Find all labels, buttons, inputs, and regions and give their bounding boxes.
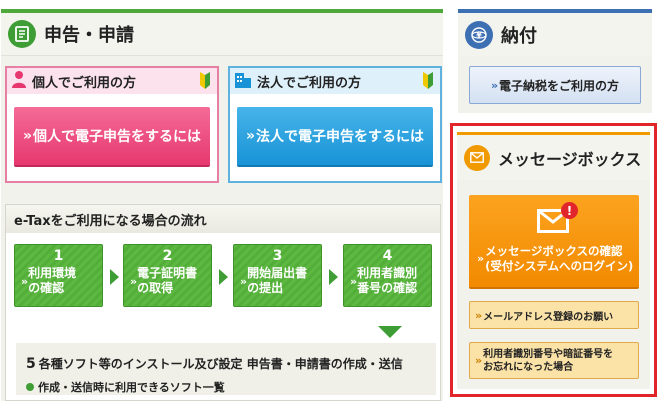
kojin-button-label: 個人で電子申告をするには [33, 129, 202, 145]
chevron-right-icon: » [22, 128, 32, 144]
messagebox-header: メッセージボックス [457, 132, 650, 180]
document-icon [8, 20, 36, 48]
shinkoku-header: 申告・申請 [1, 9, 443, 56]
messagebox-button-line2: (受付システムへのログイン) [485, 259, 634, 273]
flow-steps: 1 » 利用環境の確認 2 » 電子証明書の取得 3 » 開始届出書の提出 [14, 244, 434, 309]
step-label: の提出 [247, 281, 284, 295]
notification-badge: ! [561, 202, 578, 219]
chevron-right-icon: » [240, 275, 247, 288]
nofu-title: 納付 [501, 25, 537, 47]
bullet-icon [26, 383, 34, 391]
step-label: の取得 [137, 281, 174, 295]
kojin-panel-header: 個人でご利用の方 [7, 68, 217, 94]
kojin-panel-title: 個人でご利用の方 [32, 75, 137, 91]
flow-step-1[interactable]: 1 » 利用環境の確認 [14, 244, 103, 307]
shinkoku-title: 申告・申請 [44, 25, 134, 46]
electronic-tax-payment-button[interactable]: » 電子納税をご利用の方 [469, 66, 641, 104]
step5-text: 各種ソフト等のインストール及び設定 申告書・申請書の作成・送信 [38, 357, 403, 371]
forgot-label-line1: 利用者識別番号や暗証番号を [483, 348, 614, 360]
flow-step-2[interactable]: 2 » 電子証明書の取得 [123, 244, 212, 307]
messagebox-login-button[interactable]: ! » メッセージボックスの確認(受付システムへのログイン) [469, 195, 639, 289]
arrow-down-icon [378, 326, 402, 338]
person-icon [11, 70, 27, 92]
step-number: 2 [162, 248, 173, 264]
messagebox-section: メッセージボックス ! » メッセージボックスの確認(受付システムへのログイン)… [457, 132, 650, 389]
etax-flow-panel: e-Taxをご利用になる場合の流れ 1 » 利用環境の確認 2 » 電子証明書の… [5, 204, 441, 401]
beginner-mark-icon [200, 72, 210, 89]
hojin-panel: 法人でご利用の方 » 法人で電子申告をするには [228, 66, 442, 183]
chevron-right-icon: » [130, 275, 137, 288]
nofu-section: ¥ 納付 » 電子納税をご利用の方 [458, 9, 652, 113]
building-icon [234, 70, 252, 92]
envelope-icon [464, 144, 490, 171]
arrow-right-icon [219, 269, 228, 285]
software-list-link[interactable]: 作成・送信時に利用できるソフト一覧 [26, 379, 436, 395]
email-registration-button[interactable]: » メールアドレス登録のお願い [469, 301, 639, 329]
chevron-right-icon: » [477, 252, 484, 265]
flow-step-4[interactable]: 4 » 利用者識別番号の確認 [343, 244, 432, 307]
chevron-right-icon: » [475, 308, 482, 322]
kojin-e-tax-button[interactable]: » 個人で電子申告をするには [14, 107, 210, 167]
chevron-right-icon: » [350, 275, 357, 288]
step-number: 4 [382, 248, 393, 264]
hojin-panel-header: 法人でご利用の方 [230, 68, 440, 94]
software-list-label: 作成・送信時に利用できるソフト一覧 [38, 381, 225, 394]
chevron-right-icon: » [475, 354, 482, 367]
step-label: 利用環境 [28, 266, 77, 280]
step-label: の確認 [28, 281, 65, 295]
chevron-right-icon: » [490, 78, 498, 92]
step-label: 開始届出書 [247, 266, 308, 280]
flow-title: e-Taxをご利用になる場合の流れ [6, 205, 440, 233]
kojin-panel: 個人でご利用の方 » 個人で電子申告をするには [5, 66, 219, 183]
nofu-header: ¥ 納付 [458, 9, 652, 56]
flow-step-3[interactable]: 3 » 開始届出書の提出 [233, 244, 322, 307]
chevron-right-icon: » [21, 275, 28, 288]
email-registration-label: メールアドレス登録のお願い [483, 311, 614, 323]
step-label: 利用者識別 [357, 266, 418, 280]
messagebox-button-line1: メッセージボックスの確認 [485, 244, 623, 258]
step-label: 電子証明書 [137, 266, 198, 280]
arrow-right-icon [329, 269, 338, 285]
highlight-frame [450, 123, 657, 397]
nofu-button-label: 電子納税をご利用の方 [499, 78, 620, 93]
beginner-mark-icon [423, 72, 433, 89]
svg-text:¥: ¥ [476, 31, 482, 40]
arrow-right-icon [110, 269, 119, 285]
forgot-id-password-button[interactable]: » 利用者識別番号や暗証番号をお忘れになった場合 [469, 342, 639, 379]
globe-yen-icon: ¥ [465, 20, 493, 49]
chevron-right-icon: » [245, 128, 255, 144]
shinkoku-section: 申告・申請 個人でご利用の方 » 個人で電子申告をするには [1, 9, 443, 401]
hojin-panel-title: 法人でご利用の方 [257, 75, 362, 91]
step-label: 番号の確認 [357, 281, 418, 295]
hojin-e-tax-button[interactable]: » 法人で電子申告をするには [237, 107, 433, 167]
messagebox-title: メッセージボックス [498, 149, 642, 169]
step5-number: 5 [26, 356, 36, 372]
step-number: 3 [272, 248, 283, 264]
step-number: 1 [53, 248, 64, 264]
hojin-button-label: 法人で電子申告をするには [256, 129, 425, 145]
forgot-label-line2: お忘れになった場合 [483, 361, 574, 373]
